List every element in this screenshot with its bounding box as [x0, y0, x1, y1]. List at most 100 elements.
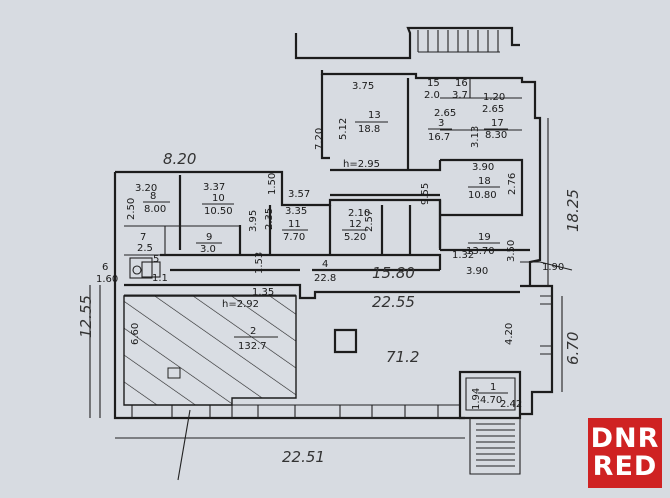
- room-8-id: 8: [150, 191, 156, 202]
- dim-label: 1.50: [267, 173, 278, 195]
- room-15-label: 152.0: [424, 78, 440, 101]
- dim-label: 3.90: [466, 266, 488, 277]
- room-6-label: 61.60: [96, 262, 118, 285]
- room-13-area: 18.8: [358, 124, 380, 135]
- room-3-id: 3: [438, 118, 444, 129]
- room-11-area: 7.70: [283, 232, 305, 243]
- dim-label: 2.65: [482, 104, 504, 115]
- watermark-line-2: RED: [592, 451, 658, 482]
- dim-label: 9.55: [420, 183, 431, 205]
- dim-label: 3.95: [248, 210, 259, 232]
- room-3-label: 316.7: [428, 118, 452, 143]
- dim-label: 1.90: [542, 262, 564, 273]
- room-4-id: 4: [322, 259, 328, 270]
- room-1-id: 1: [490, 382, 496, 393]
- room-16-area: 3.7: [452, 90, 468, 101]
- room-5-id: 5: [153, 254, 159, 265]
- dim-label: 5.12: [338, 118, 349, 140]
- room-13-id: 13: [368, 110, 381, 121]
- room-9-id: 9: [206, 232, 212, 243]
- dim-label: 2.57: [364, 210, 375, 232]
- dim-label: 22.55: [372, 293, 415, 311]
- room-4-label: 422.8: [312, 259, 340, 284]
- room-7-label: 72.5: [137, 232, 153, 254]
- room-17-area: 8.30: [485, 130, 507, 141]
- dim-label: 1.35: [252, 287, 274, 298]
- room-12-label: 125.20: [342, 219, 368, 243]
- room-15-area: 2.0: [424, 90, 440, 101]
- room-10-id: 10: [212, 193, 225, 204]
- dim-label: 2.76: [507, 173, 518, 195]
- dim-label: 6.70: [564, 332, 582, 365]
- room-5-area: 1.1: [152, 273, 168, 284]
- walls: [113, 26, 554, 475]
- room-12-area: 5.20: [344, 232, 366, 243]
- dim-label: 8.20: [163, 150, 196, 168]
- room-11-id: 11: [288, 219, 301, 230]
- dim-label: 1.53: [254, 252, 265, 274]
- dim-label: 3.13: [470, 126, 481, 148]
- room-19-area: 13.70: [466, 246, 495, 257]
- dim-label: 3.90: [472, 162, 494, 173]
- dim-label: 2.35: [264, 208, 275, 230]
- room-9-area: 3.0: [200, 244, 216, 255]
- dim-label: 18.25: [564, 189, 582, 232]
- room-17-id: 17: [491, 118, 504, 129]
- dim-label: 22.51: [282, 448, 325, 466]
- room-18-id: 18: [478, 176, 491, 187]
- room-6-area: 1.60: [96, 274, 118, 285]
- room-7-area: 2.5: [137, 243, 153, 254]
- room-19-id: 19: [478, 232, 491, 243]
- room-5-label: 51.1: [152, 254, 168, 284]
- room-10-label: 10 10.50: [202, 193, 234, 217]
- dim-label: 1.20: [483, 92, 505, 103]
- dim-label: 2.50: [126, 198, 137, 220]
- room-13-label: 13 18.8: [355, 110, 388, 135]
- hatched-room-2: [123, 295, 297, 406]
- room-2-area: 132.7: [238, 341, 267, 352]
- room-19-label: 19 13.70: [466, 232, 500, 257]
- room-18-area: 10.80: [468, 190, 497, 201]
- watermark-line-1: DNR: [590, 423, 660, 454]
- dim-label: 3.57: [288, 189, 310, 200]
- dim-label: 12.55: [77, 295, 95, 338]
- room-3-area: 16.7: [428, 132, 450, 143]
- dim-label: 1.94: [471, 388, 482, 410]
- dim-label: 7.20: [314, 128, 325, 150]
- dim-label: 3.35: [285, 206, 307, 217]
- room-17-label: 178.30: [484, 118, 508, 141]
- room-11-label: 117.70: [282, 219, 308, 243]
- room-16-label: 163.7: [452, 78, 468, 101]
- room-12-id: 12: [349, 219, 362, 230]
- dim-label: 3.75: [352, 81, 374, 92]
- dim-label: h=2.95: [343, 159, 380, 170]
- dim-label: 3.37: [203, 182, 225, 193]
- dim-label: 3.50: [506, 240, 517, 262]
- watermark-logo: DNR RED: [588, 418, 662, 488]
- room-1-label: 14.70: [478, 382, 508, 406]
- room-7-id: 7: [140, 232, 146, 243]
- dim-label: 15.80: [372, 264, 415, 282]
- room-6-id: 6: [102, 262, 108, 273]
- room-16-id: 16: [455, 78, 468, 89]
- room-2-id: 2: [250, 326, 256, 337]
- dim-label: 2.10: [348, 208, 370, 219]
- room-8-area: 8.00: [144, 204, 166, 215]
- dim-label: 2.65: [434, 108, 456, 119]
- dim-label: h=2.92: [222, 299, 259, 310]
- room-8-label: 88.00: [143, 191, 170, 215]
- dim-label: 1.32: [452, 250, 474, 261]
- dimension-labels: 3.75 1.20 2.65 2.65 7.20 5.12 h=2.95 3.1…: [77, 81, 582, 466]
- total-area-label: 71.2: [386, 348, 419, 366]
- room-15-id: 15: [427, 78, 440, 89]
- room-1-area: 4.70: [480, 395, 502, 406]
- room-10-area: 10.50: [204, 206, 233, 217]
- dim-label: 4.20: [504, 323, 515, 345]
- dim-label: 6.60: [130, 323, 141, 345]
- room-2-label: 2 132.7: [234, 326, 278, 352]
- room-4-area: 22.8: [314, 273, 336, 284]
- room-9-label: 93.0: [196, 232, 222, 255]
- dimension-lines: [89, 118, 573, 481]
